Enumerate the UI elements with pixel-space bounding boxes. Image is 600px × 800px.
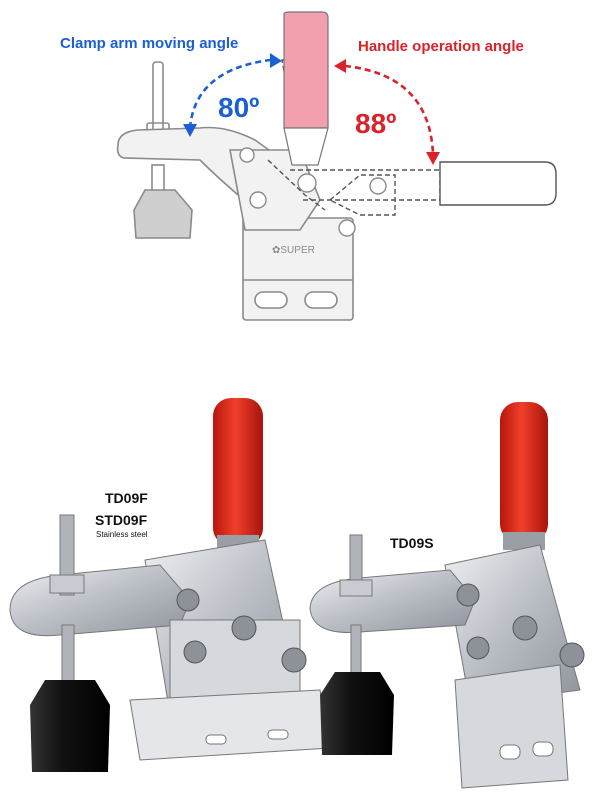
clamp-td09s-photo bbox=[309, 402, 585, 789]
model-td09f: TD09F bbox=[105, 490, 148, 506]
rubber-foot-right bbox=[320, 672, 394, 755]
clamp-arm-angle-label: Clamp arm moving angle bbox=[60, 35, 239, 52]
angle-diagram: ✿SUPER bbox=[116, 11, 557, 321]
handle-grip-outline bbox=[439, 161, 557, 206]
clamp-arm-arc bbox=[188, 58, 271, 129]
handle-angle-label: Handle operation angle bbox=[358, 38, 524, 55]
rubber-foot-outline bbox=[133, 189, 193, 239]
handle-red-left bbox=[213, 398, 263, 546]
handle-red-right bbox=[500, 402, 548, 542]
material-stainless: Stainless steel bbox=[96, 530, 148, 539]
handle-angle-value: 88º bbox=[355, 108, 397, 139]
model-td09s: TD09S bbox=[390, 535, 434, 551]
handle-vertical bbox=[283, 11, 329, 129]
rubber-foot-left bbox=[30, 680, 110, 772]
handle-arc bbox=[344, 64, 435, 156]
model-std09f: STD09F bbox=[95, 512, 148, 528]
brand-mark: ✿SUPER bbox=[272, 245, 315, 256]
clamp-arm-angle-value: 80º bbox=[218, 92, 260, 123]
clamp-td09f-photo bbox=[9, 398, 331, 772]
